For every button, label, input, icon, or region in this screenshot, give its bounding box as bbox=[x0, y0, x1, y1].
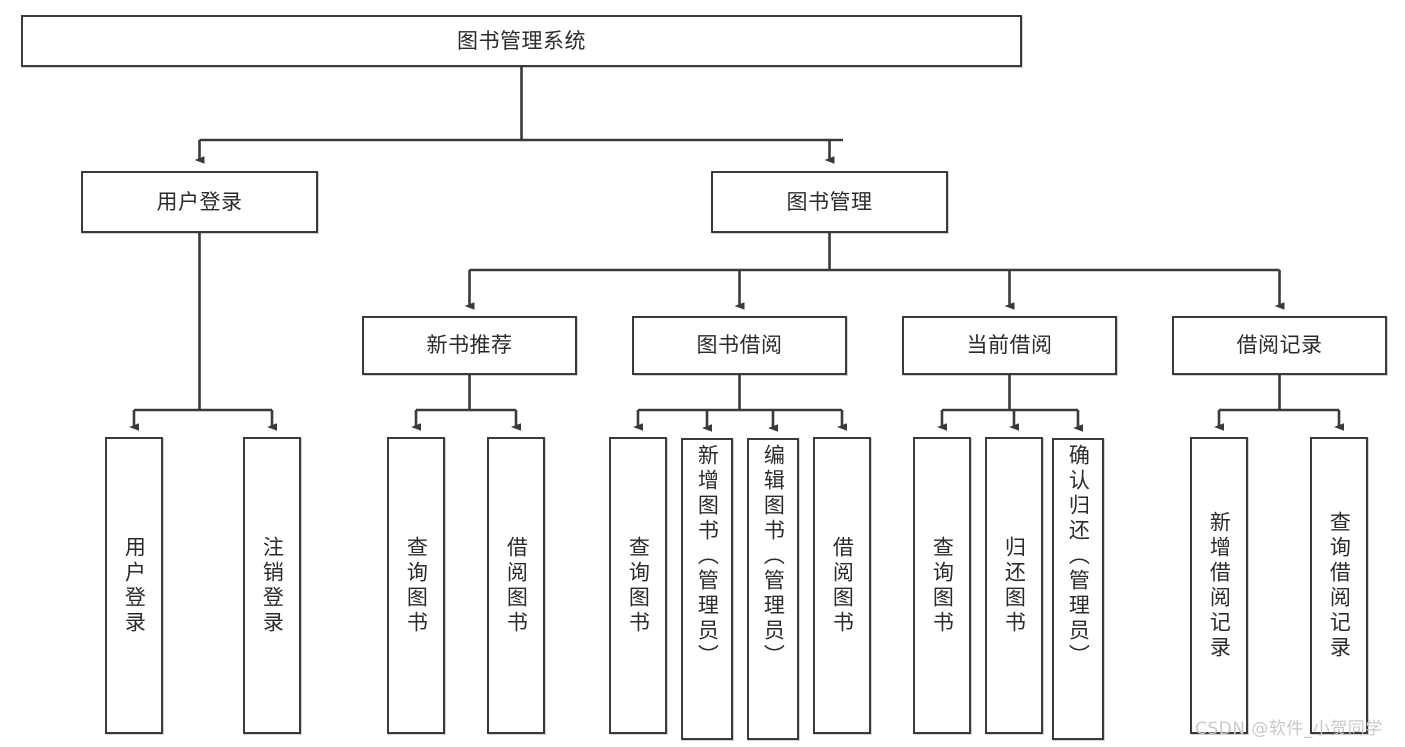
node-current-borrow[interactable]: 当前借阅 bbox=[902, 316, 1117, 375]
node-root-label: 图书管理系统 bbox=[457, 28, 586, 53]
leaf-newbook-borrow[interactable]: 借阅图书 bbox=[487, 437, 545, 734]
node-book-borrow[interactable]: 图书借阅 bbox=[632, 316, 847, 375]
leaf-record-add[interactable]: 新增借阅记录 bbox=[1190, 437, 1248, 734]
leaf-newbook-query-label: 查询图书 bbox=[404, 535, 429, 636]
node-book-management-label: 图书管理 bbox=[786, 189, 873, 214]
node-user-login[interactable]: 用户登录 bbox=[81, 171, 318, 233]
leaf-borrow-add-admin[interactable]: 新增图书（管理员） bbox=[681, 438, 733, 740]
leaf-current-return[interactable]: 归还图书 bbox=[985, 437, 1043, 734]
csdn-watermark: CSDN @软件_小贺同学 bbox=[1195, 719, 1383, 739]
leaf-borrow-borrowbook-label: 借阅图书 bbox=[830, 535, 855, 636]
leaf-record-query[interactable]: 查询借阅记录 bbox=[1310, 437, 1368, 734]
leaf-borrow-query[interactable]: 查询图书 bbox=[609, 437, 667, 734]
leaf-record-add-label: 新增借阅记录 bbox=[1207, 510, 1232, 661]
leaf-user-login-label: 用户登录 bbox=[122, 535, 147, 636]
node-book-management[interactable]: 图书管理 bbox=[711, 171, 948, 233]
node-current-borrow-label: 当前借阅 bbox=[966, 333, 1053, 358]
leaf-current-confirm-admin-label: 确认归还（管理员） bbox=[1066, 444, 1091, 669]
node-borrow-record[interactable]: 借阅记录 bbox=[1172, 316, 1387, 375]
leaf-current-return-label: 归还图书 bbox=[1002, 535, 1027, 636]
leaf-record-query-label: 查询借阅记录 bbox=[1327, 510, 1352, 661]
leaf-user-login[interactable]: 用户登录 bbox=[105, 437, 163, 734]
leaf-current-confirm-admin[interactable]: 确认归还（管理员） bbox=[1052, 438, 1104, 740]
leaf-current-query[interactable]: 查询图书 bbox=[913, 437, 971, 734]
leaf-newbook-query[interactable]: 查询图书 bbox=[387, 437, 445, 734]
node-root[interactable]: 图书管理系统 bbox=[21, 15, 1022, 67]
leaf-logout-label: 注销登录 bbox=[260, 535, 285, 636]
node-user-login-label: 用户登录 bbox=[156, 189, 243, 214]
leaf-newbook-borrow-label: 借阅图书 bbox=[504, 535, 529, 636]
leaf-borrow-query-label: 查询图书 bbox=[626, 535, 651, 636]
leaf-current-query-label: 查询图书 bbox=[930, 535, 955, 636]
node-new-book-recommend[interactable]: 新书推荐 bbox=[362, 316, 577, 375]
leaf-borrow-borrowbook[interactable]: 借阅图书 bbox=[813, 437, 871, 734]
leaf-logout[interactable]: 注销登录 bbox=[243, 437, 301, 734]
leaf-borrow-edit-admin-label: 编辑图书（管理员） bbox=[761, 444, 786, 669]
leaf-borrow-add-admin-label: 新增图书（管理员） bbox=[695, 444, 720, 669]
node-book-borrow-label: 图书借阅 bbox=[696, 333, 783, 358]
node-borrow-record-label: 借阅记录 bbox=[1236, 333, 1323, 358]
leaf-borrow-edit-admin[interactable]: 编辑图书（管理员） bbox=[747, 438, 799, 740]
node-new-book-recommend-label: 新书推荐 bbox=[426, 333, 513, 358]
